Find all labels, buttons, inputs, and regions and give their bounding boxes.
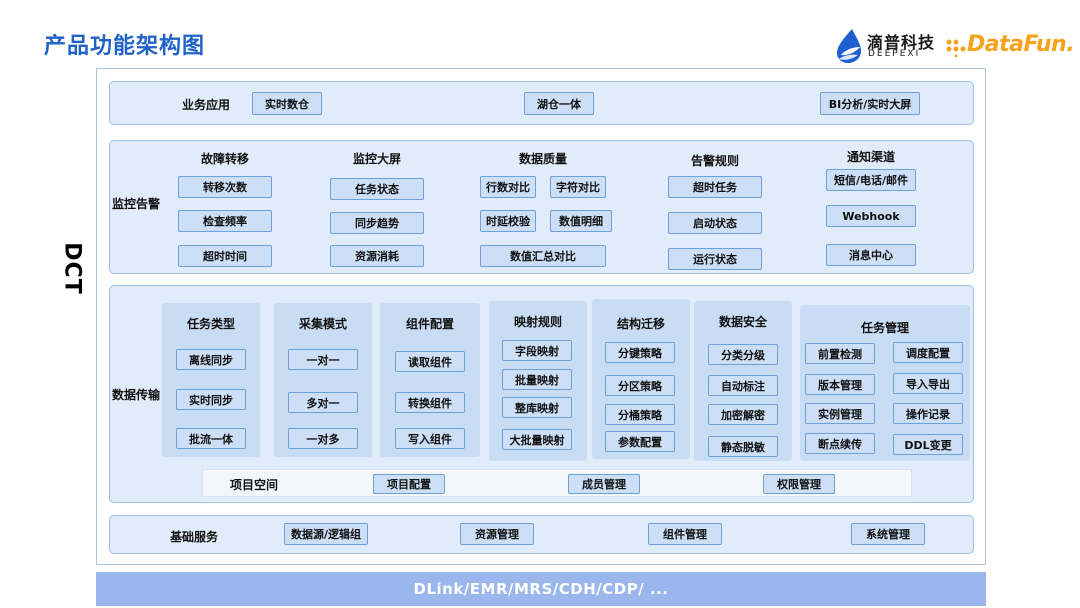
- monitor-group-title: 监控大屏: [352, 152, 401, 166]
- project-space-label: 项目空间: [230, 478, 279, 492]
- base-item: 数据源/逻辑组: [284, 523, 368, 545]
- transfer-label: 数据传输: [112, 388, 161, 402]
- monitor-item: 启动状态: [668, 212, 762, 234]
- transfer-item: 分桶策略: [605, 404, 675, 425]
- transfer-item: 大批量映射: [502, 429, 572, 450]
- transfer-group-title: 结构迁移: [616, 317, 665, 331]
- deepexi-logo: 滴普科技 DEEPEXI: [834, 28, 938, 64]
- transfer-item: 静态脱敏: [708, 436, 778, 457]
- transfer-item: 分键策略: [605, 342, 675, 363]
- deepexi-en-name: DEEPEXI: [868, 49, 921, 59]
- monitor-label: 监控告警: [112, 197, 161, 211]
- transfer-item: 调度配置: [893, 342, 963, 363]
- base-section: [109, 515, 974, 554]
- transfer-item: 多对一: [288, 392, 358, 413]
- transfer-item: 自动标注: [708, 375, 778, 396]
- transfer-item: 分区策略: [605, 375, 675, 396]
- transfer-item: 导入导出: [893, 373, 963, 394]
- transfer-item: 批流一体: [176, 428, 246, 449]
- monitor-item: 行数对比: [480, 176, 536, 198]
- transfer-item: 批量映射: [502, 369, 572, 390]
- transfer-item: 版本管理: [805, 374, 875, 395]
- monitor-item: 同步趋势: [330, 212, 424, 234]
- business-item: 湖仓一体: [524, 92, 594, 115]
- monitor-group-title: 数据质量: [518, 152, 567, 166]
- monitor-item: 运行状态: [668, 248, 762, 270]
- datafun-logo: DataFun.: [944, 30, 1075, 62]
- business-item: 实时数仓: [252, 92, 322, 115]
- monitor-item: 任务状态: [330, 178, 424, 200]
- monitor-item: 超时时间: [178, 245, 272, 267]
- transfer-item: DDL变更: [893, 434, 963, 455]
- monitor-item: 时延校验: [480, 210, 536, 232]
- platforms-bar: DLink/EMR/MRS/CDH/CDP/ ...: [96, 572, 986, 606]
- business-item: BI分析/实时大屏: [820, 92, 920, 115]
- monitor-item: 数值汇总对比: [480, 245, 606, 267]
- business-label: 业务应用: [182, 98, 231, 112]
- transfer-item: 参数配置: [605, 431, 675, 452]
- monitor-group-title: 告警规则: [690, 154, 739, 168]
- dct-side-label: DCT: [59, 242, 85, 295]
- page-title: 产品功能架构图: [44, 34, 206, 59]
- monitor-item: 消息中心: [826, 244, 916, 266]
- transfer-item: 加密解密: [708, 404, 778, 425]
- monitor-item: 字符对比: [550, 176, 606, 198]
- monitor-group-title: 通知渠道: [846, 150, 895, 164]
- transfer-group-title: 任务管理: [860, 321, 909, 335]
- project-item: 项目配置: [373, 474, 445, 494]
- transfer-item: 读取组件: [395, 351, 465, 372]
- transfer-item: 实时同步: [176, 389, 246, 410]
- transfer-item: 离线同步: [176, 349, 246, 370]
- transfer-item: 分类分级: [708, 344, 778, 365]
- transfer-group-title: 组件配置: [405, 317, 454, 331]
- monitor-item: Webhook: [826, 205, 916, 227]
- deepexi-drop-icon: [837, 29, 861, 63]
- monitor-item: 超时任务: [668, 176, 762, 198]
- transfer-item: 写入组件: [395, 428, 465, 449]
- transfer-group-title: 任务类型: [186, 317, 235, 331]
- transfer-group-title: 数据安全: [718, 315, 767, 329]
- monitor-item: 数值明细: [550, 210, 612, 232]
- transfer-item: 字段映射: [502, 340, 572, 361]
- monitor-item: 短信/电话/邮件: [826, 169, 916, 191]
- project-item: 成员管理: [568, 474, 640, 494]
- base-item: 系统管理: [851, 523, 925, 545]
- monitor-group-title: 故障转移: [200, 152, 249, 166]
- deepexi-cn-name: 滴普科技: [867, 33, 936, 52]
- transfer-item: 一对一: [288, 349, 358, 370]
- transfer-item: 转换组件: [395, 392, 465, 413]
- base-item: 资源管理: [460, 523, 534, 545]
- project-item: 权限管理: [763, 474, 835, 494]
- base-label: 基础服务: [170, 530, 219, 544]
- transfer-item: 前置检测: [805, 343, 875, 364]
- monitor-item: 资源消耗: [330, 245, 424, 267]
- transfer-item: 整库映射: [502, 397, 572, 418]
- monitor-item: 检查频率: [178, 210, 272, 232]
- monitor-item: 转移次数: [178, 176, 272, 198]
- transfer-item: 一对多: [288, 428, 358, 449]
- transfer-item: 操作记录: [893, 403, 963, 424]
- base-item: 组件管理: [648, 523, 722, 545]
- transfer-item: 实例管理: [805, 403, 875, 424]
- datafun-dots-icon: [946, 39, 966, 57]
- platforms-text: DLink/EMR/MRS/CDH/CDP/ ...: [413, 580, 669, 598]
- datafun-name: DataFun.: [967, 32, 1075, 57]
- transfer-group-title: 映射规则: [513, 315, 562, 329]
- transfer-item: 断点续传: [805, 433, 875, 454]
- transfer-group-title: 采集模式: [298, 317, 347, 331]
